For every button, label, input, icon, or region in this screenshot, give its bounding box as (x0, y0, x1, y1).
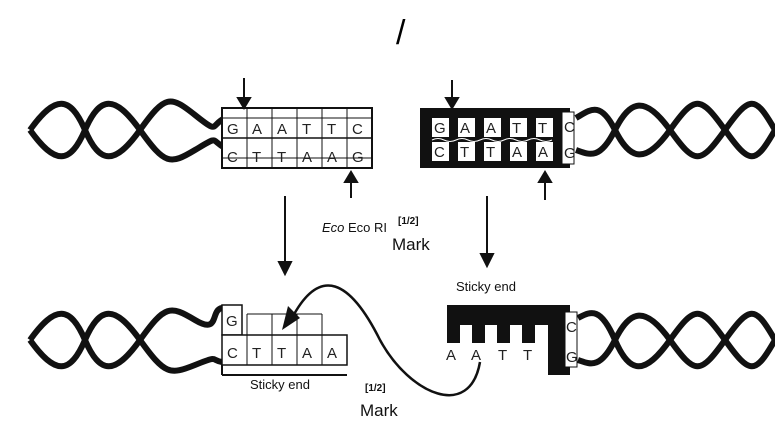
bottom-right-helix (576, 310, 775, 370)
bottom-left-sequence-box: G C T T A A (221, 304, 348, 376)
enzyme-name-italic: Eco (322, 220, 344, 235)
tl-bot-4: A (327, 149, 337, 166)
mark-1-fraction: [1/2] (398, 216, 419, 227)
bl-bot-0: C (227, 345, 238, 362)
tr-top-0: G (434, 120, 446, 137)
tr-bot-4: A (538, 144, 548, 161)
top-right-cut-arrows (444, 80, 553, 200)
tr-top-3: T (512, 120, 521, 137)
sticky-end-label-left: Sticky end (250, 377, 310, 392)
tr-bot-1: T (460, 144, 469, 161)
br-overhang-3: T (523, 347, 532, 364)
br-right-1: G (566, 349, 578, 366)
tl-top-0: G (227, 121, 239, 138)
tl-bot-0: C (227, 149, 238, 166)
br-right-0: C (566, 319, 577, 336)
tr-top-5: C (564, 119, 575, 136)
tl-top-3: T (302, 121, 311, 138)
top-left-sequence-box: G A A T T C C T T A A G (221, 107, 373, 169)
tl-top-5: C (352, 121, 363, 138)
tr-bot-5: G (564, 145, 576, 162)
mark-1-word: Mark (392, 235, 430, 254)
sticky-end-label-right: Sticky end (456, 279, 516, 294)
top-left-cut-arrows (236, 78, 359, 198)
br-overhang-1: A (471, 347, 481, 364)
sticky-end-pairing-arrow (282, 284, 482, 397)
tl-bot-5: G (352, 149, 364, 166)
tr-top-1: A (460, 120, 470, 137)
br-overhang-0: A (446, 347, 456, 364)
enzyme-label: Eco RI (348, 220, 387, 235)
bl-bot-4: A (327, 345, 337, 362)
tl-bot-3: A (302, 149, 312, 166)
bottom-left-helix (27, 305, 224, 374)
top-right-sequence-box: G A A T T C C T T A A G (420, 108, 576, 168)
tr-bot-2: T (486, 144, 495, 161)
top-left-helix (27, 98, 227, 163)
bl-bot-2: T (277, 345, 286, 362)
tr-top-2: A (486, 120, 496, 137)
bl-bot-1: T (252, 345, 261, 362)
br-overhang-2: T (498, 347, 507, 364)
tr-bot-0: C (434, 144, 445, 161)
top-slash-mark: / (396, 14, 406, 52)
down-arrows (277, 196, 495, 277)
tl-bot-1: T (252, 149, 261, 166)
bottom-right-sequence-box: A A T T C G (446, 305, 578, 375)
mark-2-word: Mark (360, 401, 398, 420)
tl-top-4: T (327, 121, 336, 138)
tr-bot-3: A (512, 144, 522, 161)
mark-2-fraction: [1/2] (365, 383, 386, 394)
bl-bot-3: A (302, 345, 312, 362)
tr-top-4: T (538, 120, 547, 137)
bl-top-0: G (226, 313, 238, 330)
top-right-helix (574, 100, 775, 160)
tl-top-2: A (277, 121, 287, 138)
tl-bot-2: T (277, 149, 286, 166)
tl-top-1: A (252, 121, 262, 138)
